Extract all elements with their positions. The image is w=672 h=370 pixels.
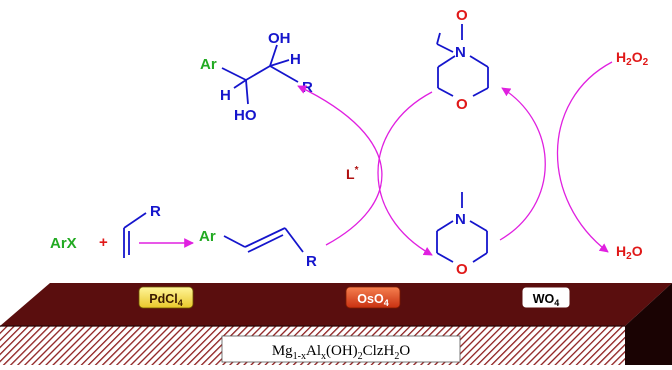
- nmo-n: N: [455, 44, 466, 61]
- svg-text:OsO4: OsO4: [357, 292, 388, 308]
- diol-ho: HO: [234, 107, 257, 124]
- heck-r: R: [306, 253, 317, 270]
- svg-text:PdCl4: PdCl4: [149, 292, 183, 308]
- nmo-top-o: O: [456, 7, 468, 24]
- nmm-n: N: [455, 211, 466, 228]
- diol-r: R: [302, 79, 313, 96]
- support-formula: Mg1-xAlx(OH)2ClzH2O: [272, 343, 411, 362]
- formula-label-box: [221, 335, 461, 363]
- nmo-to-nmm-arc: [377, 91, 433, 256]
- slab-side: [625, 283, 672, 365]
- diol-h-left: H: [220, 87, 231, 104]
- alkene-structure: [123, 212, 147, 258]
- diol-structure: Ar H HO OH H R: [200, 30, 313, 124]
- slab-top: [0, 283, 672, 326]
- nmm-ring-o: O: [456, 261, 468, 278]
- svg-text:WO4: WO4: [533, 292, 560, 308]
- heck-product-bonds: [223, 227, 304, 253]
- nmm-to-nmo-arc: [499, 87, 546, 241]
- ligand-label: L*: [346, 165, 359, 182]
- heck-ar: Ar: [199, 228, 216, 245]
- nmo-structure: O N O: [436, 7, 489, 113]
- nmm-structure: N O: [436, 192, 488, 278]
- arx-label: ArX: [50, 235, 77, 252]
- nmo-ring-o: O: [456, 96, 468, 113]
- dihydroxylation-arc: [297, 85, 383, 246]
- alkene-r: R: [150, 203, 161, 220]
- pdcl4-label: PdCl4: [138, 286, 194, 309]
- h2o2-to-h2o-arc: [556, 61, 613, 253]
- diol-oh: OH: [268, 30, 291, 47]
- h2o-label: H2O: [616, 243, 643, 262]
- oso4-label: OsO4: [345, 286, 401, 309]
- diol-ar: Ar: [200, 56, 217, 73]
- h2o2-label: H2O2: [616, 49, 649, 68]
- plus-sign: +: [99, 234, 108, 251]
- diol-h-right: H: [290, 51, 301, 68]
- wo4-label: WO4: [521, 286, 571, 309]
- cycle-curves: [297, 61, 613, 256]
